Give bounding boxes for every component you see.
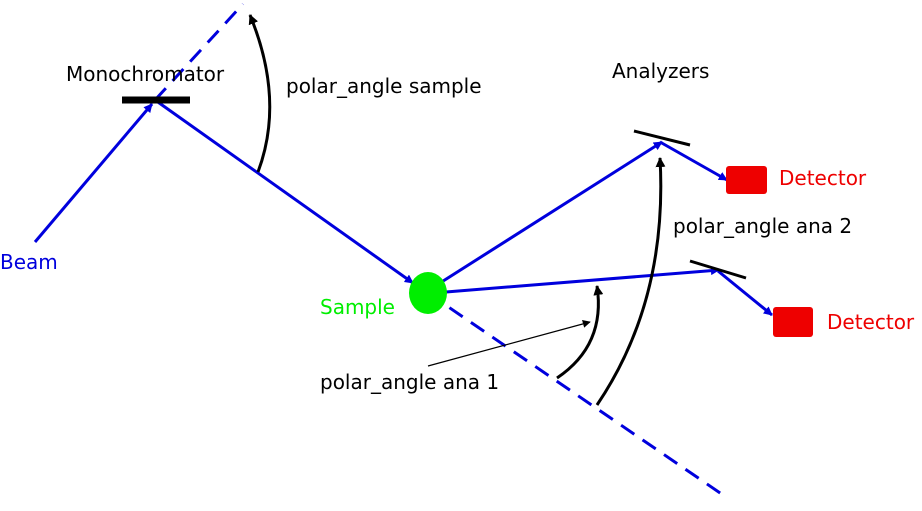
- sample-label: Sample: [320, 295, 395, 319]
- detector-1-label: Detector: [779, 166, 867, 190]
- detector-2-box: [773, 307, 813, 337]
- detector-2-label: Detector: [827, 310, 915, 334]
- polar-angle-sample-label: polar_angle sample: [286, 74, 482, 98]
- beam-label: Beam: [0, 250, 58, 274]
- beam-to-detector-1-arrow: [659, 140, 728, 182]
- polar-angle-ana-1-arc: [556, 285, 604, 380]
- beam-to-analyzer-1-arrow: [445, 266, 720, 294]
- sample-dot: [409, 272, 447, 314]
- beam-to-sample-arrow: [154, 98, 414, 285]
- polar-angle-ana-2-label: polar_angle ana 2: [673, 214, 853, 238]
- analyzers-label: Analyzers: [612, 59, 710, 83]
- detector-1-box: [726, 166, 767, 194]
- analyzer-2-crystal: [633, 129, 691, 147]
- beam-to-detector-2-arrow: [717, 269, 773, 317]
- beam-incoming-arrow: [33, 103, 154, 243]
- polar-angle-sample-arc: [248, 14, 272, 173]
- monochromator-label: Monochromator: [66, 62, 225, 86]
- analyzer-1-crystal: [689, 259, 747, 280]
- beam-to-analyzer-2-arrow: [439, 140, 663, 285]
- dashed-extension-monochromator: [153, 2, 245, 102]
- dashed-extension-sample: [427, 291, 727, 499]
- polar-angle-ana-1-label: polar_angle ana 1: [320, 370, 500, 394]
- polar-angle-ana-2-arc: [595, 157, 666, 406]
- polar-angle-ana-1-pointer: [427, 320, 591, 367]
